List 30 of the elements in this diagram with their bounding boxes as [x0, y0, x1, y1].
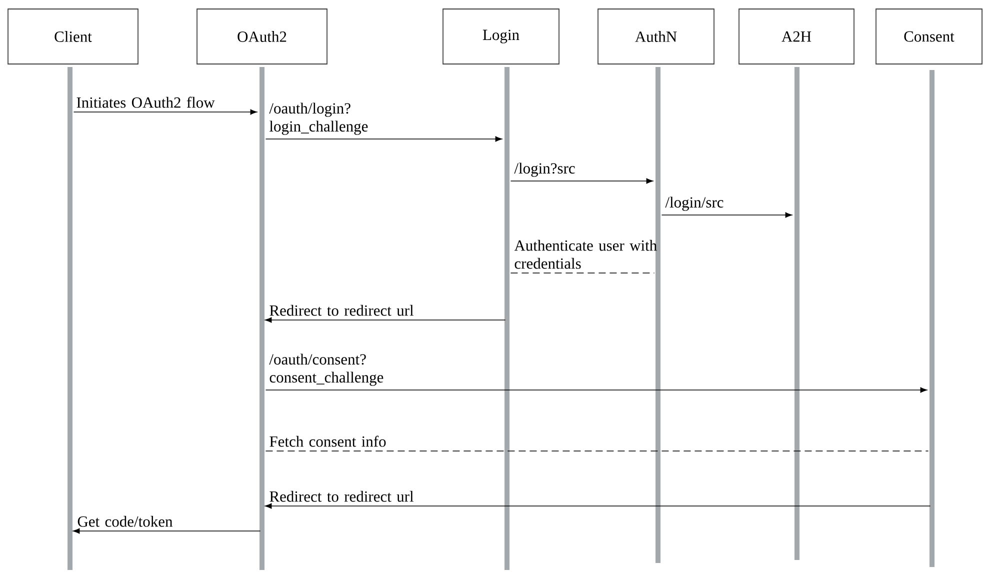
edge-label: /oauth/login? login_challenge [269, 102, 368, 135]
message-arrow [510, 178, 654, 184]
lifeline [656, 67, 660, 563]
edge-label: Get code/token [78, 516, 173, 527]
lifeline [68, 67, 72, 570]
edge-label: Redirect to redirect url [270, 304, 414, 316]
message-arrow [264, 503, 931, 509]
edge-label: Authenticate user with credentials [514, 240, 657, 269]
lifeline [794, 67, 800, 560]
edge-label: /login/src [665, 196, 724, 211]
message-arrow [661, 212, 792, 218]
edge-label: Redirect to redirect url [270, 490, 414, 502]
participant-box: Client [8, 8, 138, 64]
edge-label: Initiates OAuth2 flow [76, 96, 215, 108]
participant-box: AuthN [598, 8, 714, 64]
lifeline [260, 67, 264, 570]
participant-box: Consent [876, 8, 982, 64]
participant-box: Login [442, 8, 560, 64]
lifeline [930, 70, 934, 567]
message-arrow [72, 528, 261, 534]
participant-box: A2H [738, 8, 854, 64]
message-arrow [264, 317, 506, 323]
edge-label: /login?src [514, 162, 575, 177]
message-arrow [265, 387, 928, 393]
lifeline [504, 67, 510, 570]
participant-box: OAuth2 [196, 8, 328, 64]
message-arrow [265, 136, 502, 142]
edge-label: Fetch consent info [270, 436, 386, 447]
edge-label: /oauth/consent? consent_challenge [269, 354, 384, 386]
message-arrow [73, 109, 258, 115]
